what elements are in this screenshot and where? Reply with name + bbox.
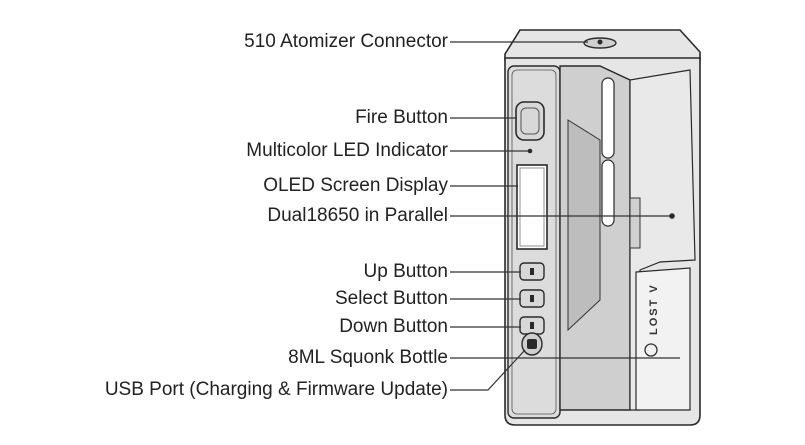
side-slot-1 bbox=[601, 77, 615, 159]
side-slot-2 bbox=[601, 159, 615, 227]
label-usb-port: USB Port (Charging & Firmware Update) bbox=[104, 379, 448, 400]
label-select-button: Select Button bbox=[334, 288, 448, 309]
label-up-button: Up Button bbox=[363, 261, 449, 282]
leader-usb bbox=[450, 349, 526, 391]
label-fire-button: Fire Button bbox=[355, 107, 448, 128]
label-down-button: Down Button bbox=[339, 316, 448, 337]
label-led-indicator: Multicolor LED Indicator bbox=[246, 140, 448, 161]
side-door bbox=[629, 69, 696, 411]
label-oled-screen: OLED Screen Display bbox=[263, 175, 448, 196]
label-atomizer-connector: 510 Atomizer Connector bbox=[244, 31, 448, 52]
label-battery: Dual18650 in Parallel bbox=[267, 205, 448, 226]
label-squonk-bottle: 8ML Squonk Bottle bbox=[288, 347, 448, 368]
logo-icon bbox=[644, 343, 658, 357]
oled-screen bbox=[516, 164, 548, 250]
battery-marker bbox=[669, 213, 675, 219]
led-indicator bbox=[527, 148, 533, 154]
leader-lines bbox=[450, 41, 680, 391]
squonk-window bbox=[635, 267, 691, 411]
brand-text: LOST V bbox=[648, 283, 660, 335]
fire-button bbox=[515, 101, 545, 141]
